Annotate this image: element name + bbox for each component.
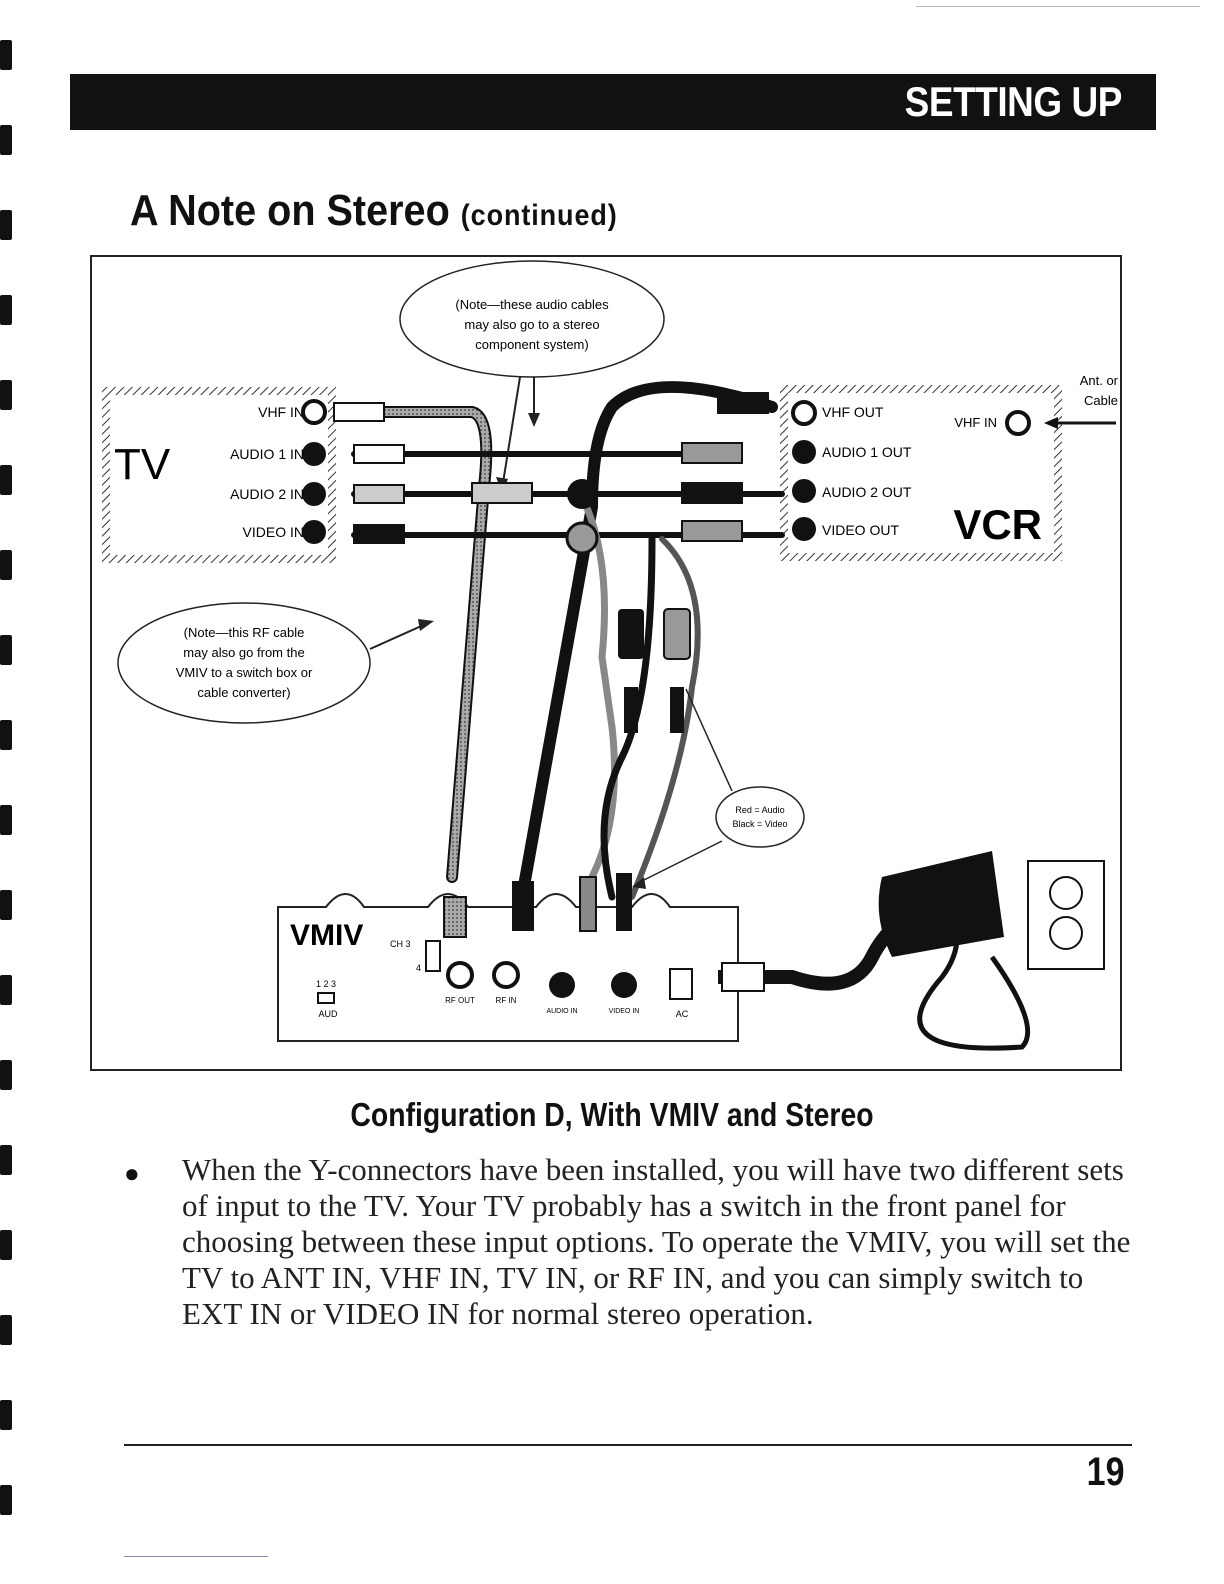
tv-audio1-jack-icon	[302, 442, 326, 466]
vmiv-label: VMIV	[290, 919, 363, 952]
vmiv-aud-numbers: 1 2 3	[316, 979, 336, 989]
tv-panel: TV VHF IN AUDIO 1 IN AUDIO 2 IN VIDEO IN	[102, 387, 336, 563]
note-audio-bubble: (Note—these audio cables may also go to …	[399, 260, 665, 493]
vmiv-ch3-label: CH 3	[390, 939, 411, 949]
connection-diagram: (Note—these audio cables may also go to …	[90, 255, 1122, 1071]
vcr-vhf-out-jack-icon	[791, 400, 817, 426]
vmiv-video-in-label: VIDEO IN	[609, 1008, 640, 1015]
vmiv-rf-in-jack-icon	[492, 961, 520, 989]
tv-label: TV	[114, 440, 171, 489]
page-title-continued: (continued)	[460, 199, 618, 232]
note-audio-line-3: component system)	[475, 337, 588, 352]
vcr-vhf-in-label: VHF IN	[954, 415, 997, 430]
vcr-jack-audio2-out: AUDIO 2 OUT	[822, 484, 912, 500]
vmiv-ch4-label: 4	[416, 963, 421, 973]
note-rf-line-2: may also go from the	[183, 645, 304, 660]
ant-label-line-1: Ant. or	[1080, 373, 1119, 388]
vcr-video-jack-icon	[792, 517, 816, 541]
note-audio-arrow-1	[501, 376, 521, 490]
page-title-main: A Note on Stereo	[130, 186, 450, 235]
diagram-svg: (Note—these audio cables may also go to …	[102, 260, 1119, 1051]
ac-adapter	[718, 851, 1031, 1051]
vmiv-audio-in-label: AUDIO IN	[546, 1008, 577, 1015]
figure-caption: Configuration D, With VMIV and Stereo	[350, 1096, 874, 1133]
tv-jack-audio1-in: AUDIO 1 IN	[230, 446, 304, 462]
tv-jack-audio2-in: AUDIO 2 IN	[230, 486, 304, 502]
note-audio-line-2: may also go to a stereo	[464, 317, 599, 332]
section-title: SETTING UP	[904, 78, 1123, 125]
spiral-binding	[0, 30, 14, 1550]
top-edge-rule	[916, 6, 1200, 7]
note-audio-line-1: (Note—these audio cables	[455, 297, 609, 312]
vmiv-rf-out-jack-icon	[446, 961, 474, 989]
note-rf-line-4: cable converter)	[197, 685, 290, 700]
vcr-panel: VHF OUT AUDIO 1 OUT AUDIO 2 OUT VIDEO OU…	[780, 385, 1062, 561]
vmiv-aud-label: AUD	[318, 1009, 338, 1019]
vmiv-rf-in-label: RF IN	[496, 996, 517, 1005]
vcr-jack-audio1-out: AUDIO 1 OUT	[822, 444, 912, 460]
bottom-edge-mark	[124, 1556, 268, 1557]
vmiv-rf-out-label: RF OUT	[445, 996, 475, 1005]
tv-jack-video-in: VIDEO IN	[243, 524, 304, 540]
footer-rule	[124, 1444, 1132, 1446]
tv-jack-vhf-in: VHF IN	[258, 404, 304, 420]
vmiv-aud-switch	[317, 992, 335, 1004]
page-number: 19	[1086, 1450, 1124, 1494]
section-header-bar: SETTING UP	[70, 74, 1156, 130]
color-note-bubble: Red = Audio Black = Video	[632, 688, 805, 889]
tv-video-jack-icon	[302, 520, 326, 544]
vmiv-box: VMIV CH 3 4 1 2 3 AUD RF OUT RF IN AUDIO…	[277, 873, 739, 1042]
note-rf-line-3: VMIV to a switch box or	[176, 665, 313, 680]
note-rf-line-1: (Note—this RF cable	[184, 625, 305, 640]
bullet-dot: ●	[124, 1158, 140, 1188]
antenna-input: Ant. or Cable	[1044, 373, 1119, 429]
color-note-black: Black = Video	[732, 819, 787, 829]
vcr-jack-video-out: VIDEO OUT	[822, 522, 899, 538]
vcr-vhf-in-jack-icon	[1005, 410, 1031, 436]
vcr-label: VCR	[953, 501, 1042, 548]
color-note-red: Red = Audio	[735, 805, 784, 815]
vmiv-ac-socket	[669, 968, 693, 1000]
vmiv-ac-label: AC	[676, 1009, 689, 1019]
vmiv-channel-switch	[425, 940, 441, 972]
cables	[333, 381, 785, 903]
vmiv-video-in-jack-icon	[611, 972, 637, 998]
vcr-jack-vhf-out: VHF OUT	[822, 404, 884, 420]
vcr-audio1-jack-icon	[792, 440, 816, 464]
body-paragraph: When the Y-connectors have been installe…	[182, 1152, 1131, 1331]
wall-outlet	[1027, 860, 1105, 970]
tv-vhf-jack-icon	[301, 399, 327, 425]
note-rf-bubble: (Note—this RF cable may also go from the…	[117, 602, 434, 724]
tv-audio2-jack-icon	[302, 482, 326, 506]
vmiv-audio-in-jack-icon	[549, 972, 575, 998]
ant-label-line-2: Cable	[1084, 393, 1118, 408]
page-title: A Note on Stereo (continued)	[130, 186, 618, 236]
vcr-audio2-jack-icon	[792, 479, 816, 503]
